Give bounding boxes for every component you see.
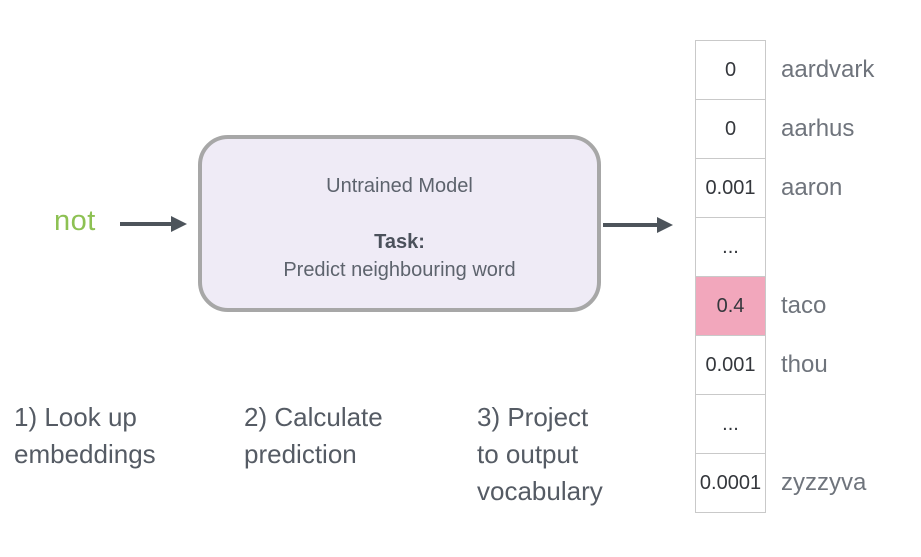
step-line: vocabulary xyxy=(477,476,603,506)
vector-cell: 0.4 xyxy=(695,276,766,336)
vector-cell: 0.001 xyxy=(695,335,766,395)
step-line: 3) Project xyxy=(477,402,589,432)
step-line: prediction xyxy=(244,439,357,469)
vector-row: 0 aarhus xyxy=(695,99,874,159)
step-lookup-embeddings: 1) Look up embeddings xyxy=(14,399,156,473)
right-arrow-icon xyxy=(120,215,187,232)
model-box: Untrained Model Task: Predict neighbouri… xyxy=(198,135,601,312)
step-line: 1) Look up xyxy=(14,402,137,432)
step-line: 2) Calculate xyxy=(244,402,383,432)
vector-row: ... xyxy=(695,394,874,454)
arrow-line xyxy=(603,222,657,227)
vector-cell: ... xyxy=(695,394,766,454)
vocab-label: thou xyxy=(781,351,828,378)
task-label: Task: xyxy=(374,231,425,253)
vector-cell: 0 xyxy=(695,40,766,100)
step-calculate-prediction: 2) Calculate prediction xyxy=(244,399,383,473)
arrow-head xyxy=(171,215,187,232)
vocab-label: zyzzyva xyxy=(781,469,867,496)
step-line: embeddings xyxy=(14,439,156,469)
vocab-label: aarhus xyxy=(781,115,855,142)
vector-row: 0.0001 zyzzyva xyxy=(695,453,874,513)
vector-cell: ... xyxy=(695,217,766,277)
vocab-label: aardvark xyxy=(781,56,875,83)
step-line: to output xyxy=(477,439,579,469)
step-project-to-output-vocabulary: 3) Project to output vocabulary xyxy=(477,399,603,510)
task-description: Predict neighbouring word xyxy=(283,259,516,281)
vector-cell: 0 xyxy=(695,99,766,159)
vocab-label: taco xyxy=(781,292,827,319)
vector-row: 0.001 thou xyxy=(695,335,874,395)
arrow-line xyxy=(120,221,171,226)
input-word: not xyxy=(54,205,96,237)
model-title: Untrained Model xyxy=(326,175,473,197)
vector-row: 0 aardvark xyxy=(695,40,874,100)
right-arrow-icon xyxy=(603,216,673,233)
vector-cell: 0.001 xyxy=(695,158,766,218)
output-vector: 0 aardvark 0 aarhus 0.001 aaron ... 0.4 … xyxy=(695,40,874,513)
vector-row: ... xyxy=(695,217,874,277)
vector-row: 0.4 taco xyxy=(695,276,874,336)
vector-cell: 0.0001 xyxy=(695,453,766,513)
vocab-label: aaron xyxy=(781,174,843,201)
vector-row: 0.001 aaron xyxy=(695,158,874,218)
arrow-head xyxy=(657,216,673,233)
